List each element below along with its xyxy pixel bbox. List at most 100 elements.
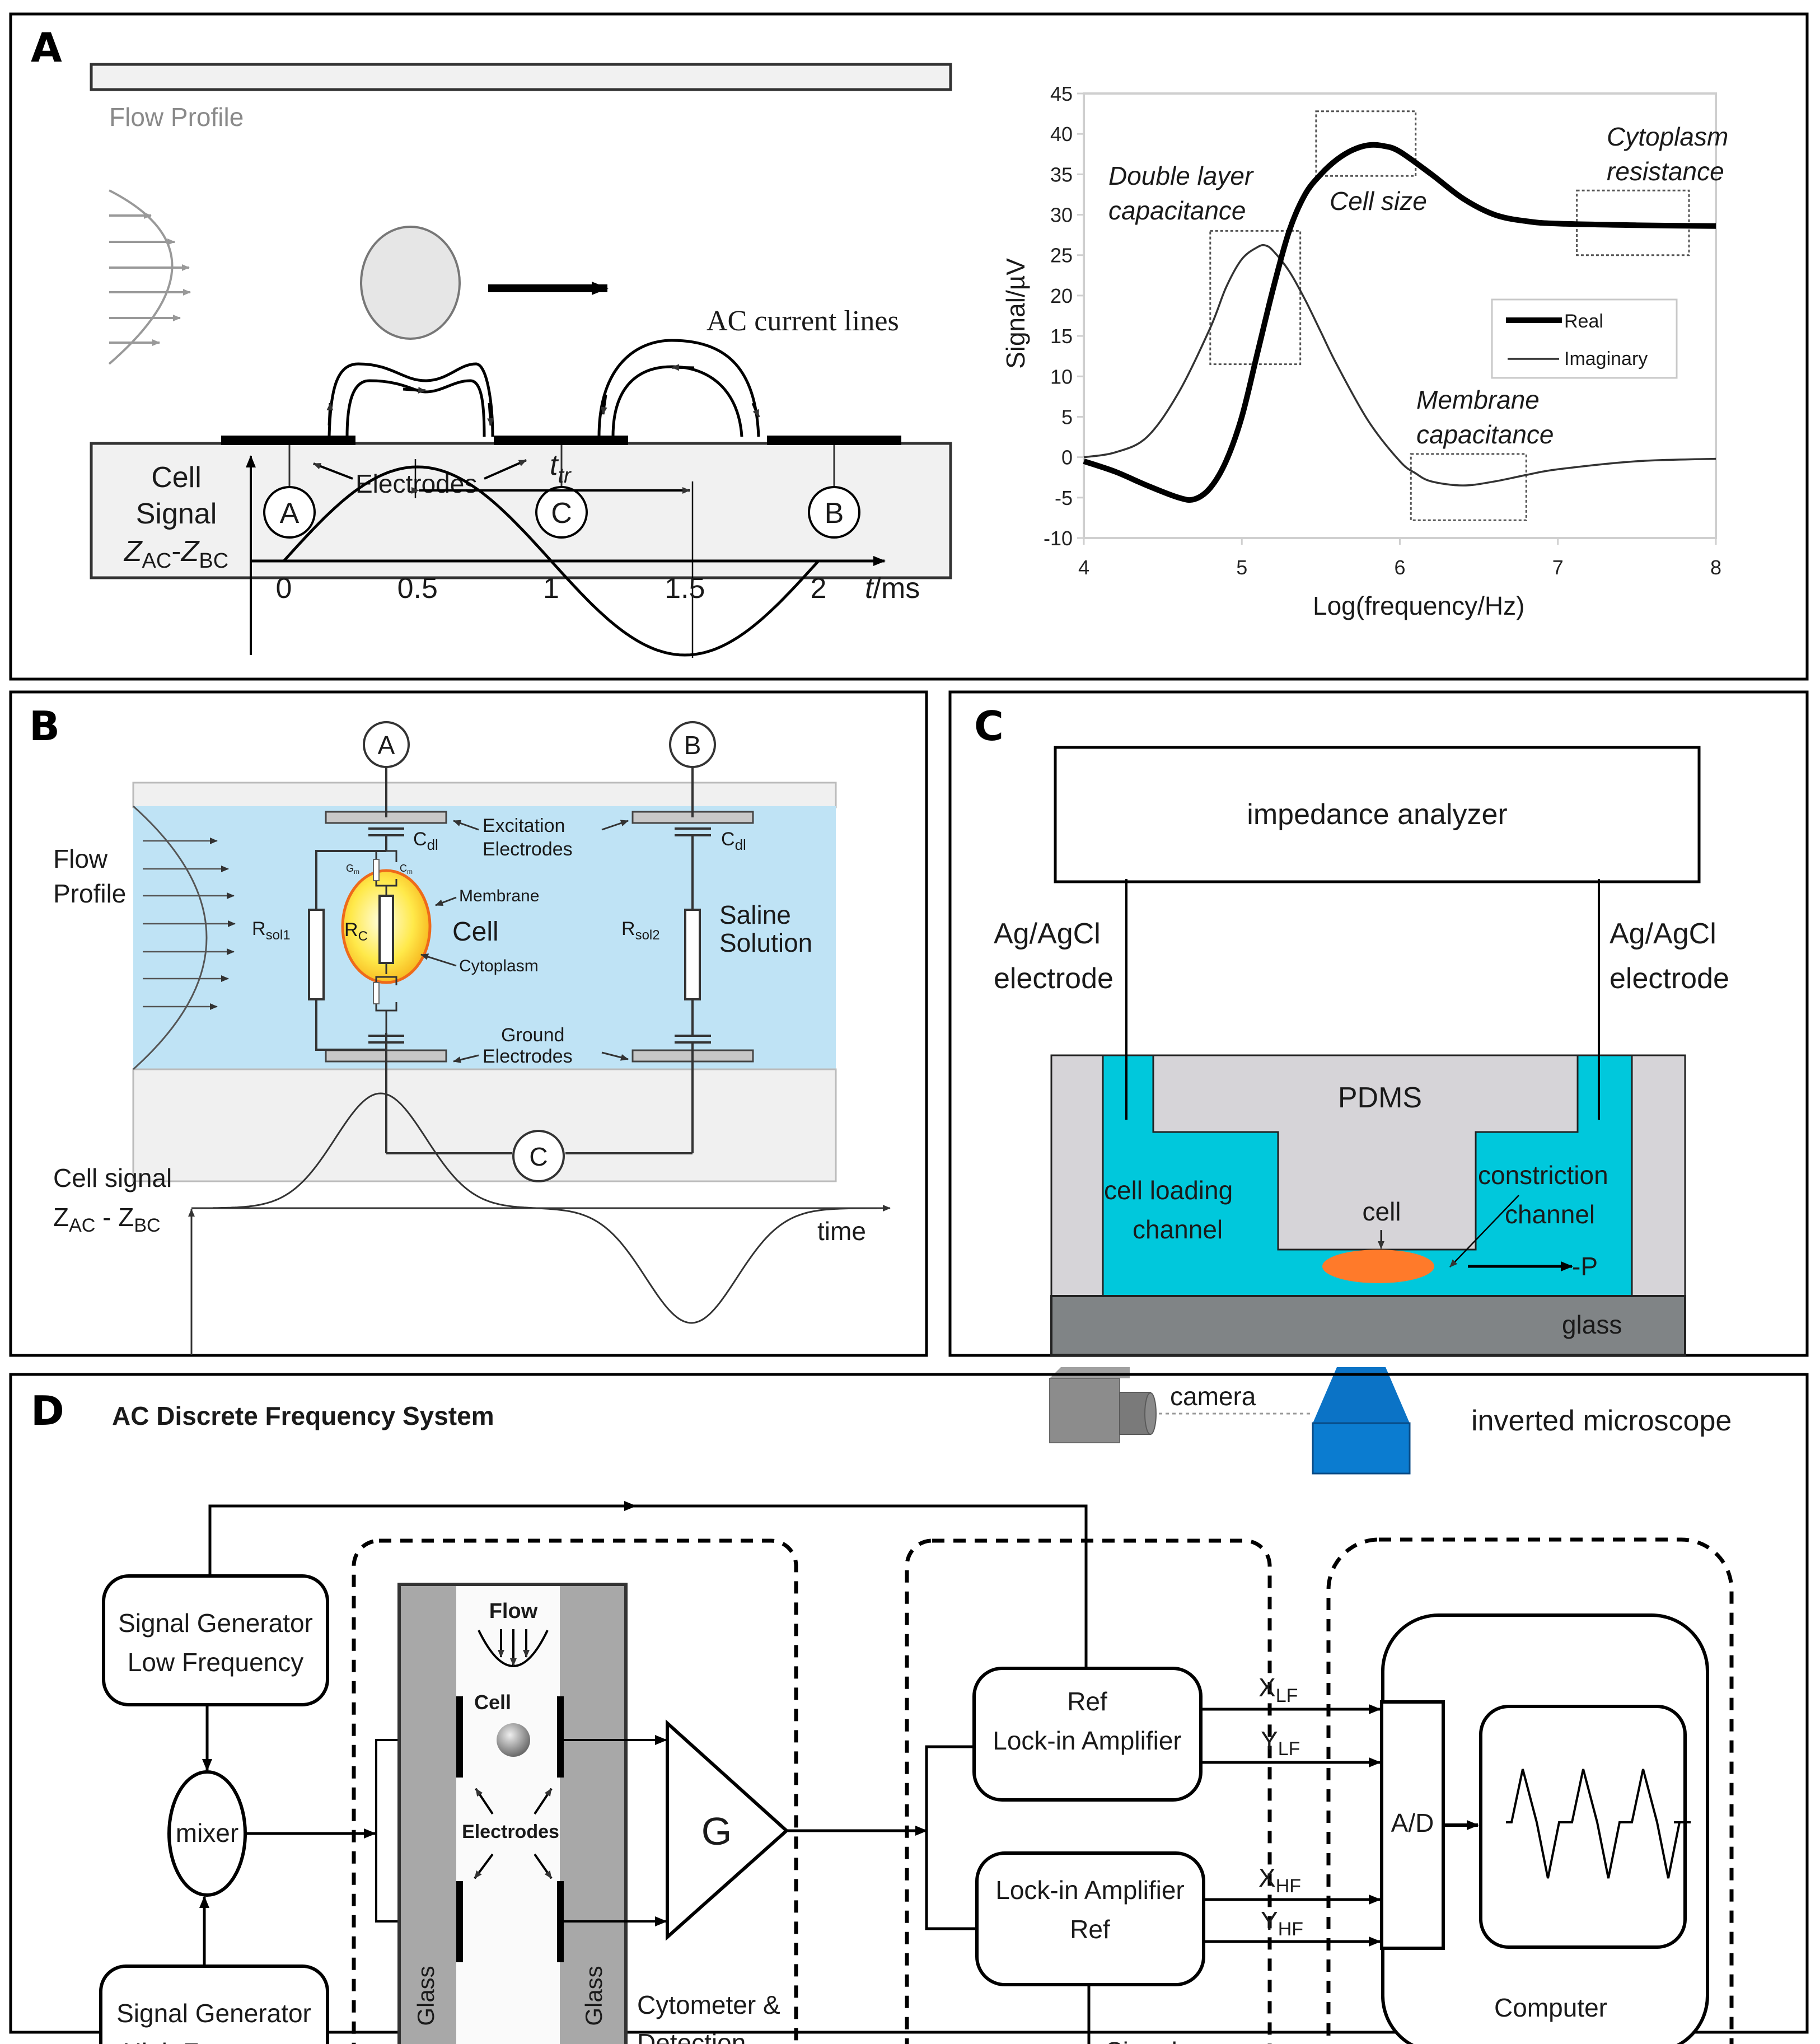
node-a: A [363,721,410,768]
annotation-label: Membrane [1416,385,1540,414]
flow-profile-icon [478,1629,549,1667]
lockin-top-ref-label: Ref [1067,1687,1107,1716]
electrode-right-label-1: Ag/AgCl [1610,918,1716,950]
x-tick-label: 7 [1552,556,1564,579]
legend-imaginary-label: Imaginary [1564,348,1648,369]
panel-a-letter: A [31,24,62,71]
electrode-right-label-2: electrode [1610,962,1729,995]
y-tick-label: 10 [1050,365,1073,388]
flow-profile-icon [108,189,191,365]
y-tick-label: 30 [1050,204,1073,227]
annotation-label: Cytoplasm [1607,122,1728,151]
waveform-ylabel-2: Signal [136,498,217,530]
ad-label: A/D [1391,1808,1434,1837]
waveform-tick-label: 2 [811,572,827,605]
signal-generator-high [99,1965,329,2044]
excitation-label-2: Electrodes [483,839,573,860]
panel-c-letter: C [974,703,1004,750]
waveform-tick-label: 1 [543,572,559,605]
monitor-waveform-icon [1506,1769,1691,1879]
constriction-label-1: constriction [1478,1161,1608,1190]
ad-converter [1380,1700,1445,1950]
lockin-bottom-ref-label: Ref [1070,1915,1110,1944]
svg-text:C: C [529,1142,548,1171]
electrodes-label: Electrodes [355,469,477,498]
impedance-analyzer-box [1054,746,1701,883]
annotation-label: Double layer [1108,161,1254,190]
monitor-screen [1479,1705,1687,1949]
svg-text:A: A [378,731,395,760]
sig-gen-low-label-2: Low Frequency [128,1648,304,1677]
cytometer-label-2: Detection [637,2028,746,2044]
y-tick-label: 0 [1061,446,1073,469]
microscope-label: inverted microscope [1471,1405,1732,1437]
cytometer-group [352,1538,798,2044]
chart-legend: Real Imaginary [1491,298,1678,379]
waveform-tick-label: 0 [276,572,292,605]
y-tick-label: 45 [1050,82,1073,105]
electrode-left-label-1: Ag/AgCl [994,918,1101,950]
rc-resistor [378,895,394,964]
cell-icon [360,226,461,340]
svg-text:A: A [280,497,300,530]
svg-text:mixer: mixer [176,1818,238,1847]
y-tick-label: 35 [1050,163,1073,186]
x-tick-label: 6 [1394,556,1405,579]
flow-profile-icon [132,805,236,1070]
cell-label: Cell [474,1691,511,1714]
lockin-top-label: Lock-in Amplifier [993,1726,1181,1755]
pdms-label: PDMS [1338,1082,1422,1114]
lockin-amplifier-high [975,1851,1205,1986]
y-tick-label: 25 [1050,244,1073,267]
lockin-amplifier-low [972,1667,1203,1802]
x-tick-label: 5 [1236,556,1247,579]
cell-signal-label: Cell signal [53,1163,172,1192]
node-b: B [669,721,716,768]
waveform-ylabel-3: ZAC-ZBC [123,535,228,573]
rsol2-resistor [684,909,701,1000]
cell-signal-plot: Cell signal ZAC - ZBC time [53,1092,891,1355]
panel-b: B Flow Profile [9,690,928,1357]
flow-profile-label: Flow Profile [109,102,244,132]
node-b: B [808,486,860,539]
sig-gen-high-label-2: High Frequency [123,2038,305,2044]
y-tick-label: 40 [1050,123,1073,146]
time-label: time [817,1217,866,1246]
electrode-left-label-2: electrode [994,962,1113,995]
pressure-label: -P [1572,1252,1598,1281]
cell-label: cell [1362,1197,1401,1226]
cell-icon [1322,1250,1434,1283]
camera-label: camera [1170,1382,1256,1411]
saline-channel [133,806,836,1069]
glass-right-label: Glass [581,1966,607,2026]
panel-c: C impedance analyzer glass PDMS Ag/AgCl … [948,690,1809,1475]
annotation-label: capacitance [1416,420,1554,449]
constriction-label-2: channel [1505,1200,1595,1229]
annotation-label: capacitance [1108,196,1246,225]
node-c: C [512,1130,565,1182]
annotation-label: resistance [1607,157,1724,186]
x-lf-label: XLF [1258,1673,1298,1706]
camera-icon [1049,1367,1157,1443]
excitation-label-1: Excitation [483,815,565,836]
panel-d-letter: D [31,1387,64,1434]
waveform-tick-label: 0.5 [397,572,438,605]
annotation-label: Cell size [1330,186,1427,216]
panel-a-frame [9,12,1809,681]
waveform-curve [283,465,820,657]
demodulation-group [905,1538,1272,2044]
ttr-label: ttr [550,449,572,488]
cytometer-label-1: Cytometer & [637,1990,780,2019]
panel-b-frame [9,690,928,1357]
annotation-box [1315,110,1417,177]
cell-signal-zlabel: ZAC - ZBC [53,1203,161,1236]
signal-generator-low [102,1574,329,1706]
loading-channel-label-2: channel [1133,1215,1223,1244]
rc-label: RC [344,919,368,944]
panel-b-letter: B [29,703,60,750]
series-imaginary-line [1083,244,1716,487]
cdl-left-label: Cdl [413,829,438,853]
y-tick-label: -10 [1044,527,1073,550]
